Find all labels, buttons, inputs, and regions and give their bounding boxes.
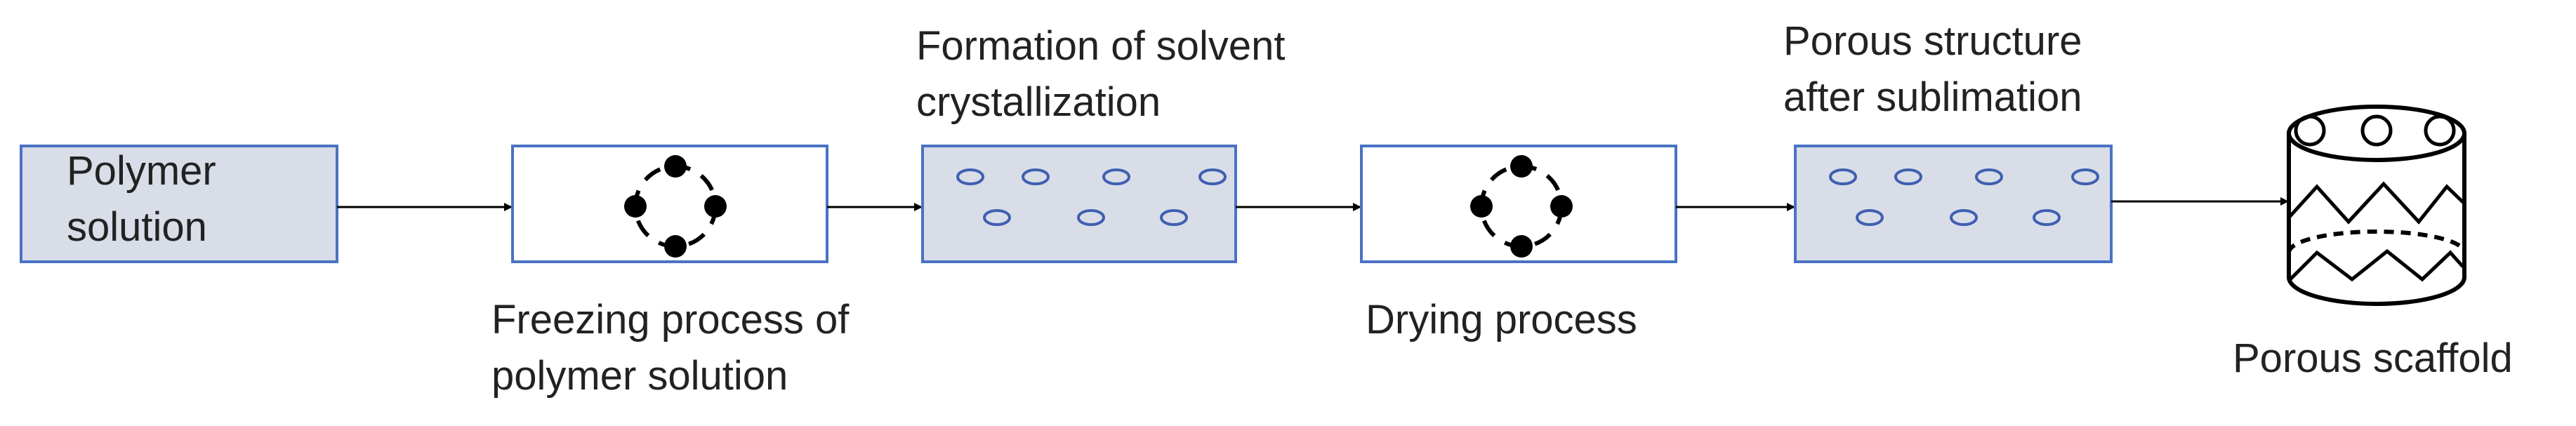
crystal-pore: [1102, 168, 1130, 185]
step-crystallization: Formation of solvent crystallization: [916, 23, 1285, 263]
drying-label: Drying process: [1366, 297, 1637, 342]
step-drying: Drying process: [1360, 145, 1677, 342]
porous-scaffold-label: Porous scaffold: [2233, 335, 2513, 381]
crystallization-label-line1: Formation of solvent: [916, 23, 1285, 69]
freezing-label-line2: polymer solution: [491, 353, 788, 399]
crystallization-label-line2: crystallization: [916, 79, 1161, 125]
pore: [1894, 168, 1922, 185]
crystal-pore: [983, 209, 1011, 226]
porous-structure-box: [1794, 145, 2113, 263]
pore: [2033, 209, 2061, 226]
crystal-pore: [956, 168, 984, 185]
polymer-solution-label-line2: solution: [67, 204, 207, 250]
cylinder-scaffold-icon: [2287, 105, 2466, 306]
crystal-pore: [1022, 168, 1050, 185]
solvent-crystals: [956, 168, 1227, 226]
pores: [1829, 168, 2099, 226]
step-porous-structure: Porous structure after sublimation: [1783, 18, 2113, 263]
step-polymer-solution: Polymer solution: [20, 145, 338, 263]
pore: [1950, 209, 1978, 226]
cooling-cycle-icon: [624, 155, 727, 258]
crystal-pore: [1198, 168, 1227, 185]
polymer-solution-label-line1: Polymer: [67, 148, 216, 194]
drying-cycle-icon: [1470, 155, 1573, 258]
pore: [2071, 168, 2099, 185]
freezing-label-line1: Freezing process of: [491, 297, 850, 342]
crystallization-box: [921, 145, 1237, 263]
polymer-solution-box: [20, 145, 338, 263]
pore: [1975, 168, 2003, 185]
crystal-pore: [1160, 209, 1188, 226]
porous-structure-label-line1: Porous structure: [1783, 18, 2082, 64]
porous-structure-label-line2: after sublimation: [1783, 74, 2082, 120]
step-freezing: Freezing process of polymer solution: [491, 145, 850, 399]
crystal-pore: [1077, 209, 1105, 226]
pore: [1829, 168, 1857, 185]
pore: [1856, 209, 1884, 226]
